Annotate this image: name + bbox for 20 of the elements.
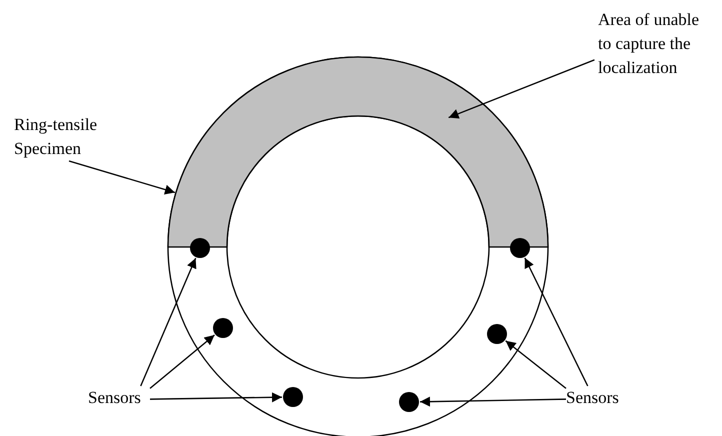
callout-label: Sensors bbox=[88, 386, 150, 410]
shaded-region bbox=[167, 56, 549, 248]
callout-label: Sensors bbox=[566, 386, 628, 410]
sensor-dot bbox=[399, 392, 419, 412]
arrow bbox=[524, 258, 588, 386]
arrow bbox=[420, 396, 566, 407]
arrow bbox=[505, 340, 566, 389]
callout-label: Area of unable to capture the localization bbox=[598, 8, 716, 80]
arrow bbox=[150, 392, 282, 402]
sensor-dot bbox=[283, 387, 303, 407]
sensor-dot bbox=[510, 238, 530, 258]
sensor-dot bbox=[213, 318, 233, 338]
arrow bbox=[68, 160, 176, 194]
sensor-dot bbox=[487, 324, 507, 344]
arrow bbox=[448, 59, 595, 119]
callout-label: Ring-tensile Specimen bbox=[14, 113, 124, 161]
arrow bbox=[140, 258, 196, 386]
arrow bbox=[150, 334, 215, 389]
ring-specimen bbox=[167, 56, 549, 436]
sensor-dot bbox=[190, 238, 210, 258]
